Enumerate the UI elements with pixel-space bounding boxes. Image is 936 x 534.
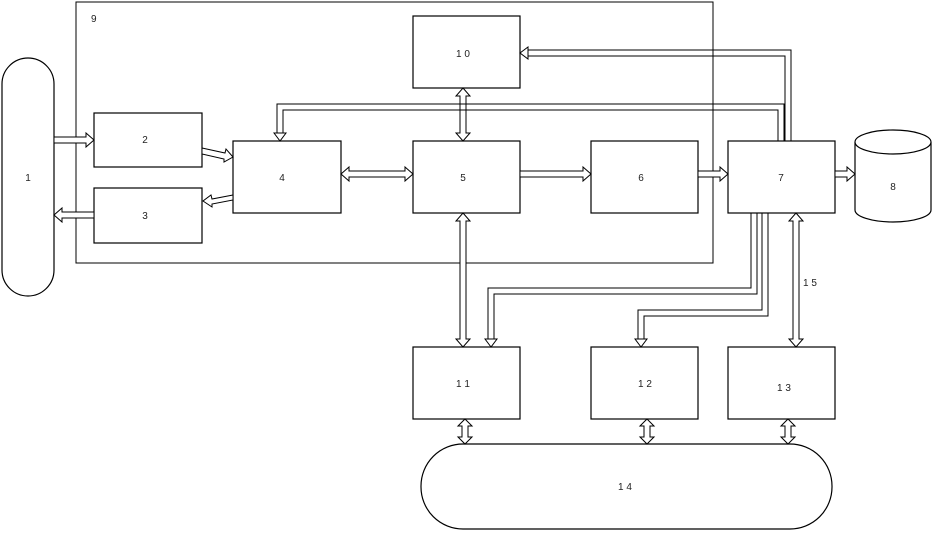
label-8: 8 — [890, 182, 896, 193]
arrow-1-to-2 — [53, 131, 95, 149]
connector-7-to-12 — [634, 213, 769, 348]
arrow-2-to-4 — [201, 147, 234, 163]
label-14: 1 4 — [618, 482, 632, 493]
label-10: 1 0 — [456, 49, 470, 60]
arrow-12-to-14 — [638, 418, 656, 445]
node-2 — [93, 112, 203, 168]
label-6: 6 — [638, 173, 644, 184]
node-7 — [727, 140, 836, 214]
label-12: 1 2 — [638, 379, 652, 390]
label-11: 1 1 — [456, 379, 470, 390]
node-12 — [590, 346, 699, 420]
arrow-5-to-6 — [519, 165, 592, 183]
arrow-3-to-1 — [53, 206, 95, 224]
arrow-4-to-5 — [340, 165, 414, 183]
node-10 — [412, 15, 521, 89]
connector-7-to-11 — [484, 213, 758, 348]
frame-9 — [75, 1, 714, 264]
arrow-5-to-11 — [454, 212, 472, 348]
label-3: 3 — [142, 211, 148, 222]
arrow-7-to-8 — [834, 165, 856, 183]
node-4 — [232, 140, 342, 214]
label-9: 9 — [91, 14, 97, 25]
label-15: 1 5 — [803, 278, 817, 289]
label-13: 1 3 — [777, 383, 791, 394]
arrow-10-to-5 — [454, 87, 472, 142]
node-6 — [590, 140, 699, 214]
label-7: 7 — [778, 173, 784, 184]
node-1 — [1, 57, 55, 297]
node-14 — [420, 443, 833, 530]
node-8-database-icon — [854, 129, 932, 223]
node-3 — [93, 187, 203, 244]
node-5 — [412, 140, 521, 214]
label-2: 2 — [142, 135, 148, 146]
node-13 — [727, 346, 836, 420]
connector-7-to-10 — [519, 46, 792, 141]
label-4: 4 — [279, 173, 285, 184]
arrow-11-to-14 — [456, 418, 474, 445]
arrow-4-to-3 — [202, 194, 234, 208]
node-11 — [412, 346, 521, 420]
connector-7-to-4 — [273, 103, 785, 142]
arrow-7-to-13 — [787, 212, 805, 348]
label-1: 1 — [25, 173, 31, 184]
label-5: 5 — [460, 173, 466, 184]
arrow-13-to-14 — [779, 418, 797, 445]
arrow-6-to-7 — [697, 165, 729, 183]
